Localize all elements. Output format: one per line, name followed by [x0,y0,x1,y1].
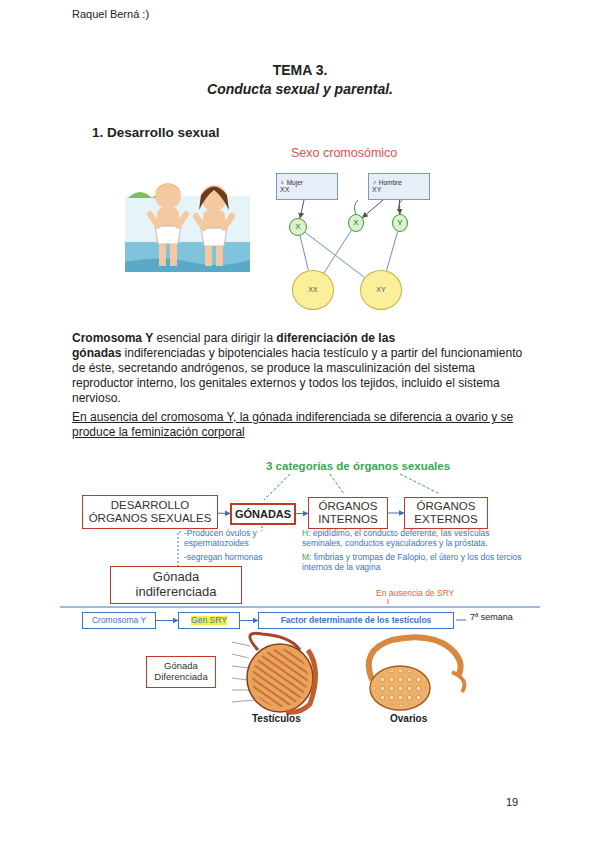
figure-title: Sexo cromosómico [291,146,397,162]
process-box: GÓNADAS [230,503,296,525]
node-text: Cromosoma Y [92,616,146,626]
node-text: Y [397,218,402,227]
connector [300,200,304,218]
node-text: Gónada indiferenciada [114,570,238,600]
page-subtitle: Conducta sexual y parental. [0,81,600,99]
process-box: Factor determinante de los testículos [258,612,454,629]
figure-caption: Testículos [252,713,301,726]
gamete-circle: X [289,218,307,236]
underlined-note: En ausencia del cromosoma Y, la gónada i… [72,410,528,440]
node-text: ♂ Hombre [372,179,402,186]
parent-box: ♂ HombreXY [368,173,430,200]
connector [300,236,308,271]
text-run: indiferenciadas y bipotenciales hacia te… [72,346,522,405]
process-box: ÓRGANOS EXTERNOS [404,497,488,529]
connector [388,513,404,514]
connector [324,230,351,273]
sry-absence-note: En ausencia de SRY [376,588,454,599]
node-text: XX [280,186,289,194]
connector [399,200,400,214]
node-text: Gen SRY [191,616,227,626]
kids-illustration [125,183,250,272]
node-text: ÓRGANOS EXTERNOS [408,500,484,526]
testicle-illustration [232,633,316,712]
process-box: Gónada indiferenciada [110,566,242,604]
ovary-illustration [369,637,465,710]
node-text: XX [308,286,317,294]
gonad-function: -segregan hormonas [184,552,280,563]
text-run: fimbrias y trompas de Falopio, el útero … [302,552,522,572]
process-box: ÓRGANOS INTERNOS [308,497,388,529]
zygote-circle: XX [292,270,334,310]
node-text: Gónada Diferenciada [150,661,212,683]
node-text: X [295,222,300,231]
author-note: Raquel Berná :) [72,8,149,22]
text-run: H: [302,528,311,538]
text-run: Cromosoma Y [72,331,153,345]
process-box: Gen SRY [178,612,240,629]
node-text: Factor determinante de los testículos [281,616,432,626]
node-text: DESARROLLO ÓRGANOS SEXUALES [86,499,214,525]
organ-list: M:fimbrias y trompas de Falopio, el úter… [302,552,528,572]
text-run: M: [302,552,311,562]
text-run: epidídimo, el conducto deferente, las ve… [302,528,490,548]
page-title: TEMA 3. [0,62,600,80]
node-text: XY [376,286,385,294]
connector [218,513,230,514]
week-note: 7ª semana [470,612,513,623]
connector [387,232,398,271]
connector [240,620,258,621]
text-run: esencial para dirigir la [156,331,273,345]
gamete-circle: Y [392,214,408,232]
gamete-circle: X [348,214,364,232]
node-text: X [353,218,358,227]
connector [362,200,383,218]
process-box: Cromosoma Y [82,612,156,629]
parent-box: ♀ MujerXX [276,173,338,200]
process-box: Gónada Diferenciada [146,656,216,688]
gonad-function: -Producen óvulos y espermatozoides [184,529,280,549]
zygote-circle: XY [360,270,402,310]
section-heading: 1. Desarrollo sexual [92,125,220,142]
sperm-tail [398,200,402,214]
connector [156,620,178,621]
body-paragraph: Cromosoma Yesencial para dirigir ladifer… [72,331,528,406]
node-text: ♀ Mujer [280,179,303,186]
sperm-tail [354,200,358,214]
page-number: 19 [506,796,518,810]
figure-caption: Ovarios [390,713,427,726]
node-text: GÓNADAS [235,508,291,521]
organ-list: H:epidídimo, el conducto deferente, las … [302,528,528,548]
connector [296,513,308,514]
node-text: XY [372,186,381,194]
node-text: ÓRGANOS INTERNOS [312,500,384,526]
category-heading: 3 categorías de órganos sexuales [266,459,450,473]
process-box: DESARROLLO ÓRGANOS SEXUALES [82,495,218,529]
